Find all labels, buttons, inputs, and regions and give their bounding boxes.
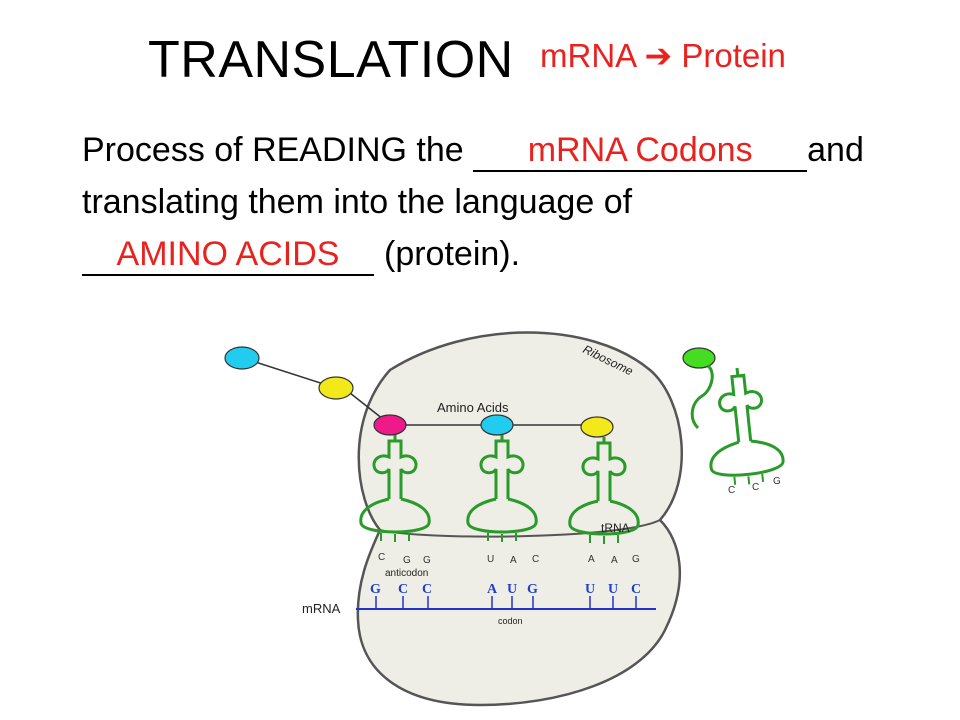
blank-amino-acids: AMINO ACIDS <box>82 234 374 276</box>
amino-acid-yellow <box>318 376 354 400</box>
amino-acid-yellow-site <box>580 416 614 438</box>
ribosome-body <box>356 331 684 707</box>
answer-amino-acids: AMINO ACIDS <box>116 235 340 273</box>
incoming-trna-arm <box>690 364 714 430</box>
anticodon-base: G <box>423 555 431 566</box>
incoming-anticodon-base: C <box>728 485 735 496</box>
trna-label: tRNA <box>601 521 630 535</box>
slide-title: TRANSLATION <box>148 31 514 89</box>
codon-base: C <box>422 582 432 597</box>
definition-line-2: translating them into the language of <box>82 183 633 221</box>
mrna-label: mRNA <box>302 601 341 616</box>
right-arrow-icon: ➔ <box>644 37 673 74</box>
codon-base: C <box>398 582 408 597</box>
blank-mrna-codons: mRNA Codons <box>473 130 808 172</box>
anticodon-base: A <box>510 555 517 566</box>
codon-base: U <box>507 582 517 597</box>
incoming-anticodon-base: G <box>773 476 781 487</box>
codon-base: C <box>631 582 641 597</box>
anticodon-base: C <box>532 554 539 565</box>
definition-line-3: AMINO ACIDS(protein). <box>82 228 932 280</box>
incoming-anticodon-base: C <box>752 482 759 493</box>
anticodon-base: C <box>378 552 385 563</box>
incoming-trna <box>709 367 785 485</box>
anticodon-base: A <box>611 555 618 566</box>
codon-label: codon <box>498 616 523 626</box>
answer-mrna-codons: mRNA Codons <box>527 131 753 169</box>
anticodon-base: G <box>632 554 640 565</box>
amino-acids-label: Amino Acids <box>437 400 509 415</box>
codon-base: G <box>370 582 381 597</box>
subtitle-protein: Protein <box>681 37 786 74</box>
amino-acid-cyan <box>224 346 260 370</box>
amino-acid-magenta <box>373 414 407 436</box>
anticodon-base: G <box>403 555 411 566</box>
anticodon-base: U <box>487 554 494 565</box>
codon-base: G <box>527 582 538 597</box>
codon-base: U <box>608 582 618 597</box>
mrna-ticks <box>375 596 637 609</box>
amino-acid-green <box>682 347 716 369</box>
subtitle-mrna: mRNA <box>540 37 636 74</box>
codon-base: A <box>487 582 498 597</box>
codon-base: U <box>585 582 595 597</box>
anticodon-base: A <box>588 554 595 565</box>
amino-acid-cyan-site <box>480 414 514 436</box>
subtitle: mRNA ➔ Protein <box>540 36 786 75</box>
anticodon-label: anticodon <box>385 568 428 579</box>
